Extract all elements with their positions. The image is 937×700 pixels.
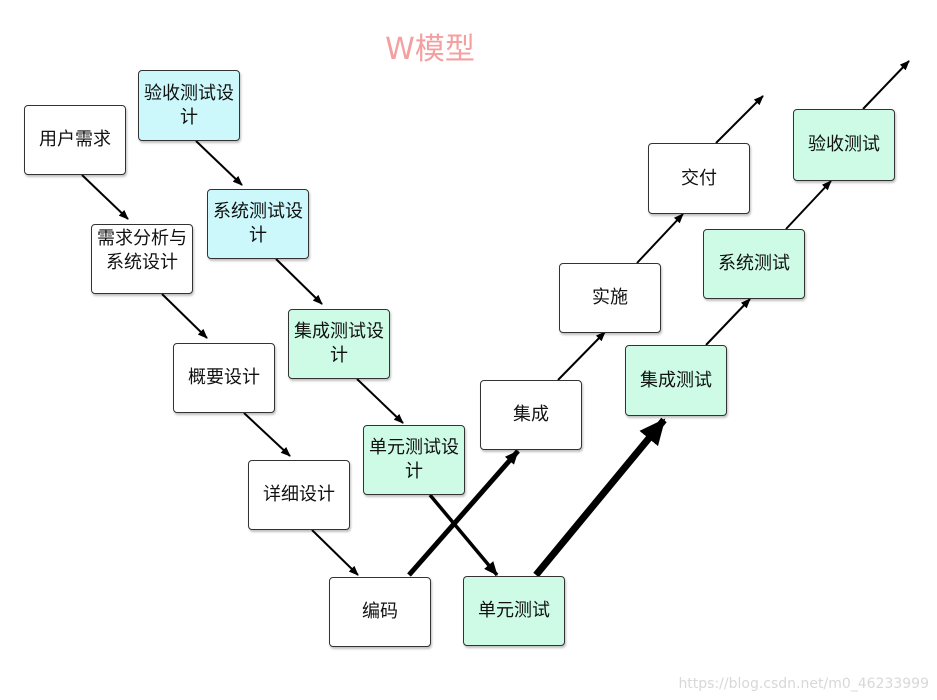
box-user-requirements: 用户需求	[24, 105, 126, 175]
arrow-outline-to-detailed	[243, 412, 291, 457]
box-acceptance-test: 验收测试	[793, 109, 895, 181]
box-implementation: 实施	[559, 263, 661, 333]
arrow-integration-to-implementation	[557, 331, 606, 381]
box-unit-test-design: 单元测试设计	[363, 425, 465, 495]
arrow-detailed-to-coding	[311, 529, 359, 576]
arrow-delivery-out	[715, 95, 764, 144]
box-outline-design: 概要设计	[173, 343, 275, 413]
box-integration-test: 集成测试	[625, 345, 727, 416]
arrow-unit-design-to-unit-test	[428, 493, 499, 577]
box-coding: 编码	[329, 577, 431, 647]
arrow-analysis-to-outline	[161, 293, 208, 339]
arrow-system-test-to-acceptance-test	[785, 180, 832, 230]
box-unit-test: 单元测试	[463, 576, 565, 646]
watermark: https://blog.csdn.net/m0_46233999	[678, 676, 929, 692]
box-system-test-design: 系统测试设计	[207, 189, 309, 259]
box-detailed-design: 详细设计	[248, 460, 350, 530]
box-delivery: 交付	[648, 143, 750, 214]
arrow-unit-test-to-integration-test	[533, 417, 667, 578]
arrow-integration-test-to-system-test	[705, 298, 751, 346]
box-integration-test-design: 集成测试设计	[288, 309, 390, 379]
arrow-acceptance-test-out	[862, 60, 910, 110]
box-system-test: 系统测试	[703, 229, 805, 299]
box-integration: 集成	[480, 380, 582, 450]
arrow-system-design-to-integration-design	[275, 258, 323, 305]
arrow-implementation-to-delivery	[636, 213, 684, 264]
arrow-acceptance-design-to-system-design	[195, 140, 243, 186]
arrow-coding-to-integration	[407, 449, 520, 577]
box-acceptance-test-design: 验收测试设计	[138, 70, 240, 141]
arrow-user-req-to-analysis	[81, 174, 129, 220]
diagram-title: W模型	[385, 32, 475, 67]
box-requirements-analysis: 需求分析与系统设计	[91, 224, 193, 294]
arrow-integration-design-to-unit-design	[356, 378, 404, 424]
